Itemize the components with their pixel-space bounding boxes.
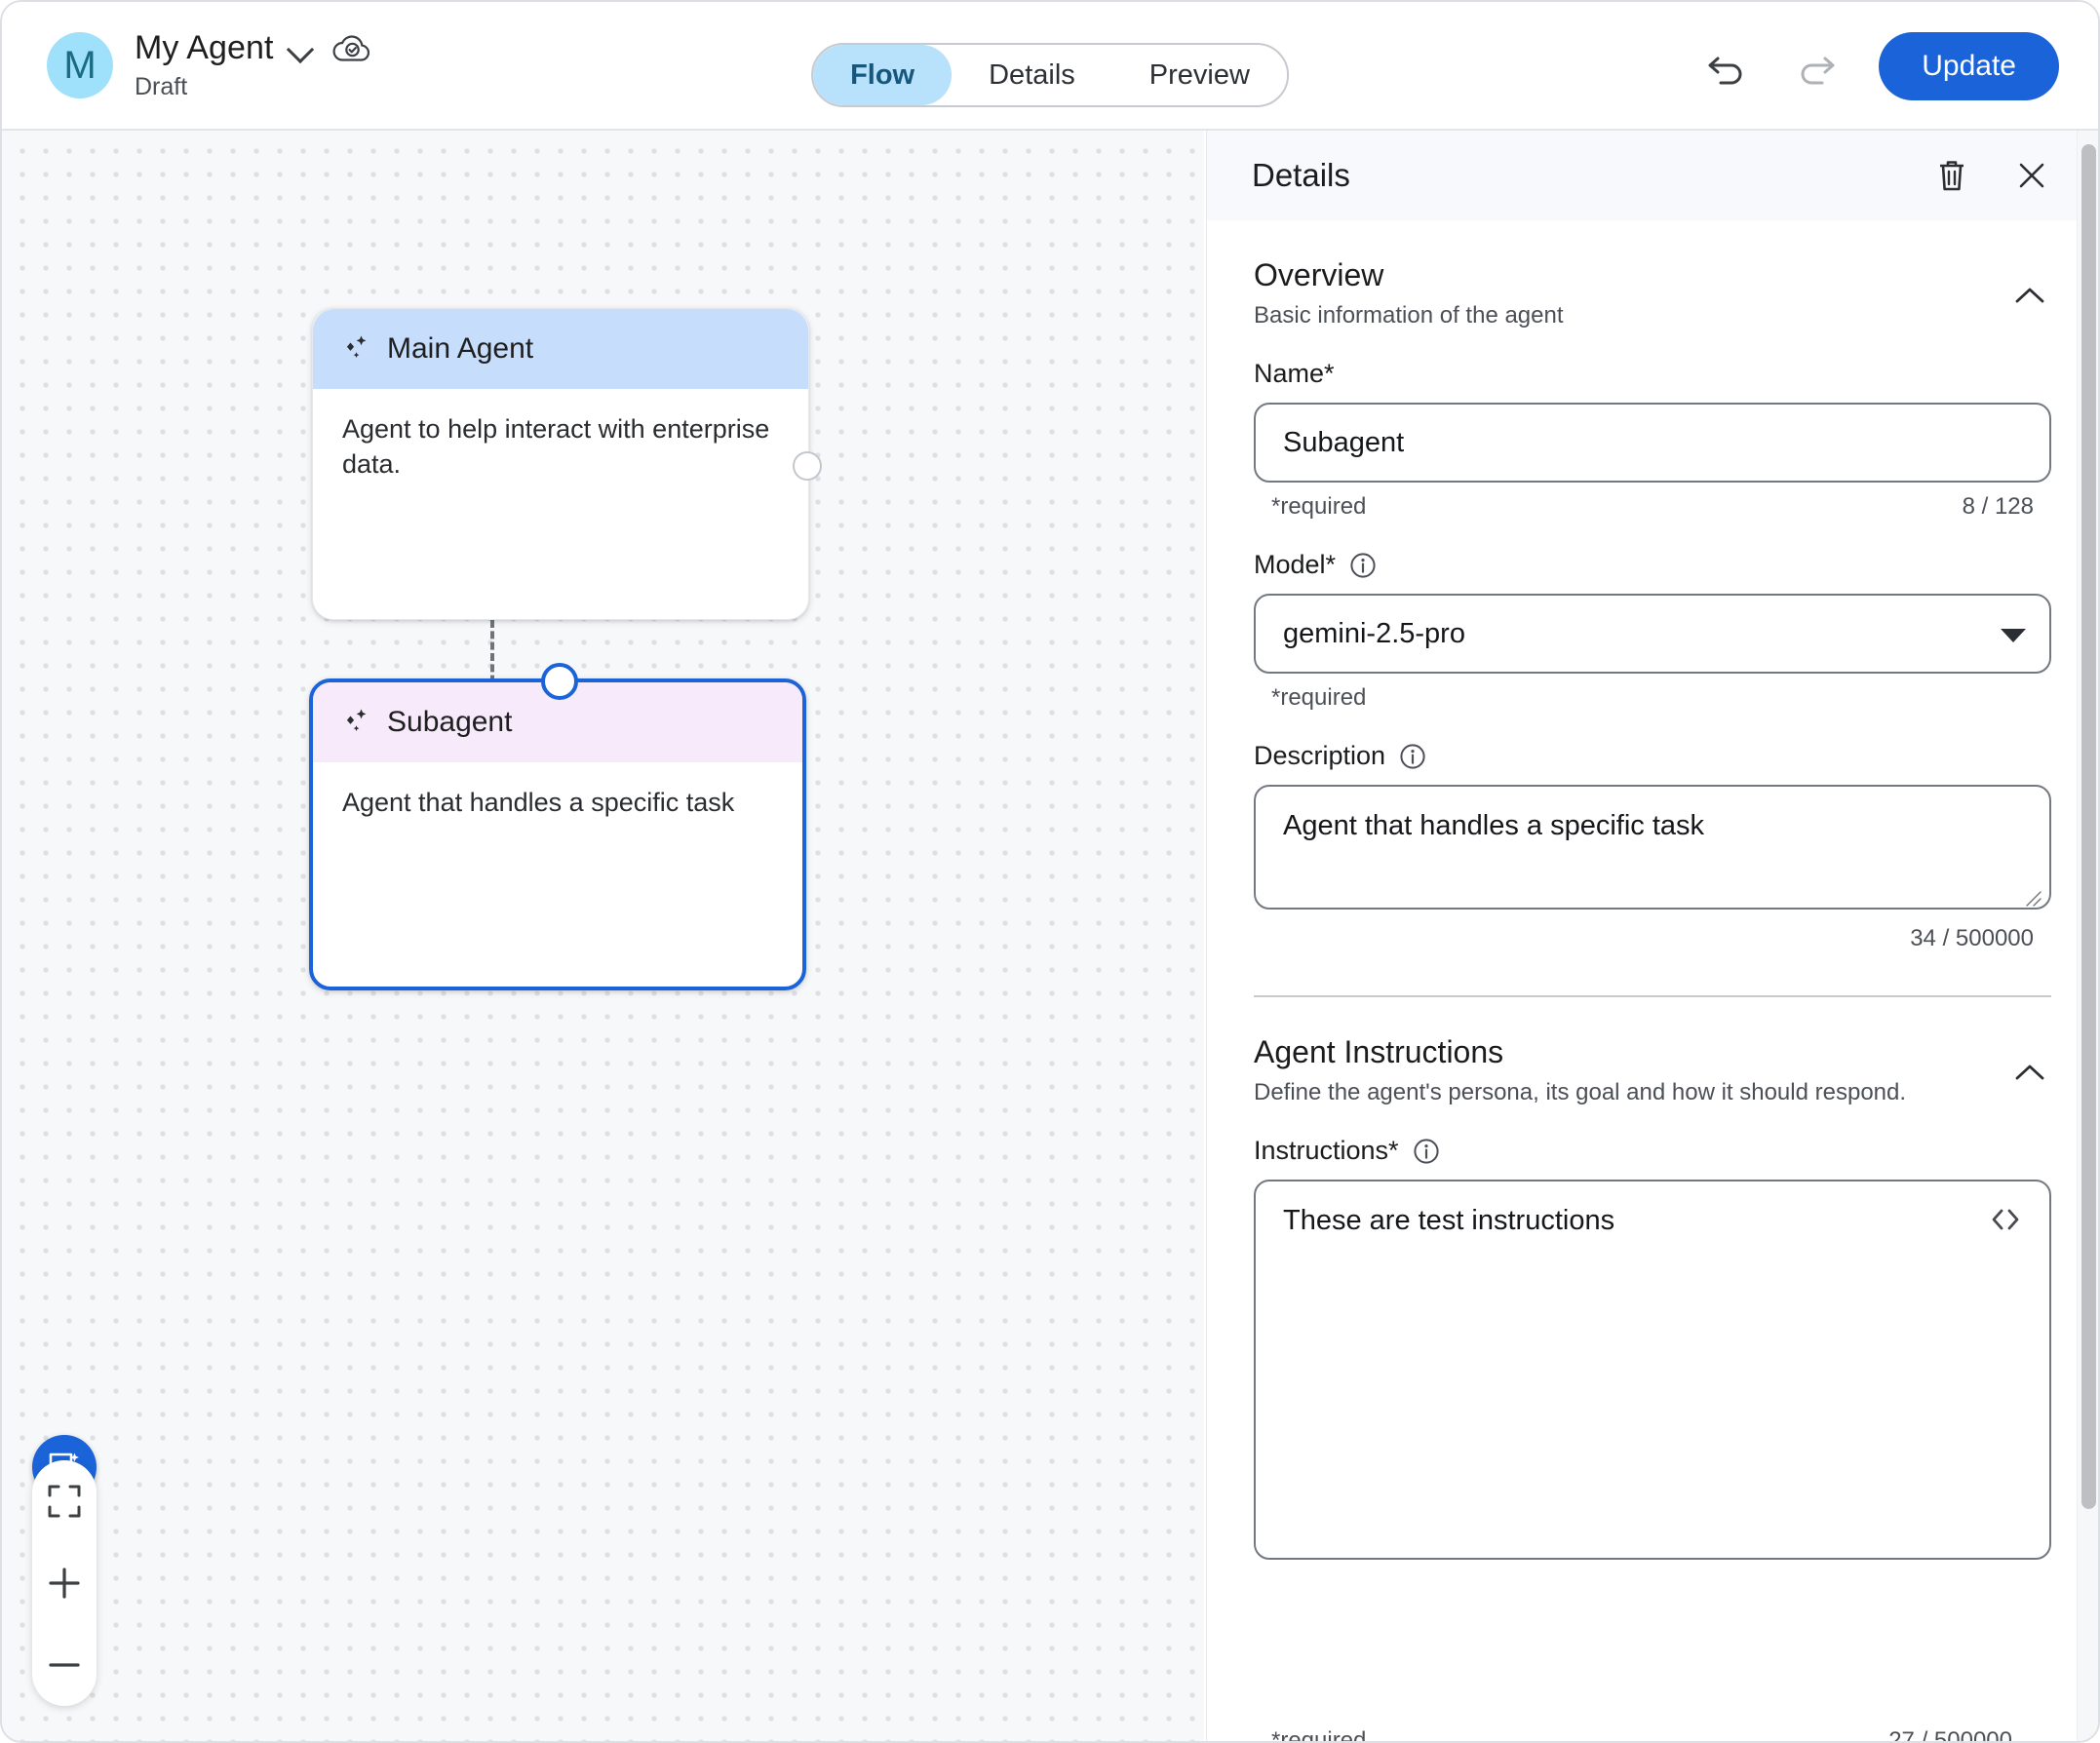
details-title: Details [1252, 157, 1350, 193]
info-icon[interactable] [1399, 743, 1426, 770]
tab-details[interactable]: Details [989, 58, 1075, 91]
details-panel-body: Overview Basic information of the agent … [1207, 220, 2098, 1741]
model-label-row: Model* [1254, 550, 2051, 580]
section-divider [1254, 995, 2051, 997]
section-subtitle: Define the agent's persona, its goal and… [1254, 1079, 1907, 1105]
instructions-counter: 27 / 500000 [1888, 1727, 2012, 1741]
field-model: Model* *required [1254, 550, 2051, 712]
top-bar: M My Agent Draft Flow D [2, 2, 2098, 131]
model-label: Model* [1254, 550, 1337, 579]
section-overview-header: Overview Basic information of the agent [1254, 257, 2051, 329]
status-badge: Draft [135, 73, 188, 100]
info-icon[interactable] [1349, 552, 1377, 579]
agent-name-block: My Agent Draft [135, 29, 371, 101]
info-icon[interactable] [1413, 1138, 1440, 1165]
description-counter: 34 / 500000 [1910, 925, 2034, 951]
node-header: Subagent [313, 682, 802, 762]
node-description: Agent to help interact with enterprise d… [342, 414, 770, 479]
undo-icon[interactable] [1703, 42, 1752, 91]
panel-scrollbar-track[interactable] [2077, 131, 2098, 1741]
field-instructions: Instructions* [1254, 1136, 2051, 1741]
agent-brand: M My Agent Draft [47, 29, 371, 101]
instructions-label-row: Instructions* [1254, 1136, 2051, 1166]
node-title: Main Agent [387, 332, 534, 365]
trash-icon[interactable] [1930, 154, 1973, 197]
node-description: Agent that handles a specific task [342, 788, 735, 817]
field-name: Name* *required 8 / 128 [1254, 359, 2051, 521]
zoom-controls [32, 1460, 97, 1706]
section-subtitle: Basic information of the agent [1254, 302, 1564, 329]
fit-to-screen-icon[interactable] [41, 1478, 88, 1525]
plus-icon[interactable] [41, 1560, 88, 1607]
model-select[interactable] [1254, 594, 2051, 674]
flow-canvas[interactable]: Main Agent Agent to help interact with e… [2, 131, 1204, 1741]
details-panel-header: Details [1207, 131, 2098, 220]
cloud-saved-icon [332, 32, 371, 65]
chevron-up-icon[interactable] [2008, 275, 2051, 318]
connector-edge [490, 620, 494, 694]
section-agent-instructions-header: Agent Instructions Define the agent's pe… [1254, 1034, 2051, 1106]
update-button[interactable]: Update [1879, 32, 2059, 100]
description-label: Description [1254, 741, 1386, 770]
node-title: Subagent [387, 706, 513, 738]
sparkle-icon [342, 332, 371, 367]
sparkle-icon [342, 706, 371, 740]
close-icon[interactable] [2010, 154, 2053, 197]
top-actions: Update [1703, 2, 2059, 131]
redo-icon[interactable] [1791, 42, 1840, 91]
name-label: Name* [1254, 359, 1335, 388]
details-panel: Details Overview Basic information of th… [1206, 131, 2098, 1741]
name-helper: *required [1271, 493, 1367, 520]
node-main-agent[interactable]: Main Agent Agent to help interact with e… [312, 308, 822, 620]
chevron-up-icon[interactable] [2008, 1052, 2051, 1095]
field-description: Description [1254, 741, 2051, 952]
page-title: My Agent [135, 29, 274, 66]
panel-scrollbar-thumb[interactable] [2081, 144, 2096, 1509]
instructions-label: Instructions* [1254, 1136, 1399, 1165]
node-subagent[interactable]: Subagent Agent that handles a specific t… [309, 663, 806, 990]
name-counter: 8 / 128 [1962, 493, 2034, 520]
avatar: M [47, 32, 113, 98]
name-input[interactable] [1254, 403, 2051, 483]
description-textarea[interactable] [1254, 785, 2051, 910]
chevron-down-icon[interactable] [288, 36, 313, 61]
node-input-handle[interactable] [541, 663, 578, 700]
code-brackets-icon[interactable] [1987, 1205, 2024, 1234]
view-tabs: Flow Details Preview [811, 43, 1289, 107]
section-title: Agent Instructions [1254, 1034, 1504, 1069]
node-header: Main Agent [313, 309, 808, 389]
description-label-row: Description [1254, 741, 2051, 771]
model-helper: *required [1271, 684, 1367, 711]
instructions-helper: *required [1271, 1727, 1367, 1741]
node-output-handle[interactable] [793, 451, 822, 481]
instructions-textarea[interactable] [1254, 1180, 2051, 1560]
tab-flow[interactable]: Flow [813, 45, 953, 105]
tab-preview[interactable]: Preview [1148, 58, 1250, 91]
section-title: Overview [1254, 257, 1384, 292]
minus-icon[interactable] [41, 1642, 88, 1688]
